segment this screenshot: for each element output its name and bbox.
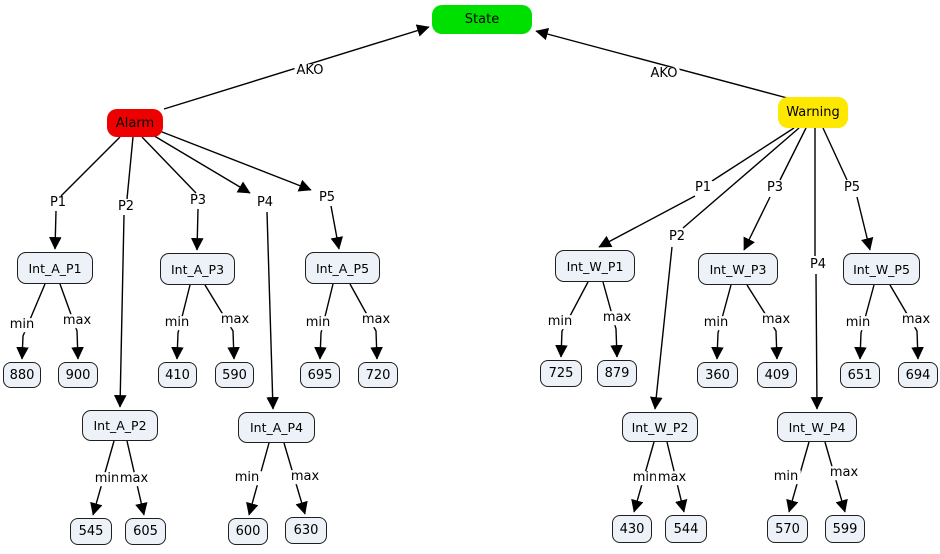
edge-label-int-a-p3-min[interactable]: min [162,315,192,331]
node-v725[interactable]: 725 [540,360,582,387]
edge-label-int-w-p4-min[interactable]: min [771,469,801,485]
edge-label-int-a-p5-min[interactable]: min [303,315,333,331]
node-v600[interactable]: 600 [228,518,268,545]
node-int-w-p3[interactable]: Int_W_P3 [698,253,778,285]
edge-line-int_a_p5-v695 [314,283,334,360]
edge-label-int-w-p2-min[interactable]: min [630,470,660,486]
edge-line-warning-int_w_p4 [810,273,824,410]
node-v630[interactable]: 630 [285,517,327,544]
node-v409[interactable]: 409 [757,362,797,388]
node-v694[interactable]: 694 [898,362,938,388]
node-v720[interactable]: 720 [358,362,398,388]
edge-label-int-w-p5-max[interactable]: max [899,312,933,328]
node-v695[interactable]: 695 [300,362,340,388]
edge-line-int_w_p5-v651 [854,284,875,360]
edge-line-int_a_p3-v590 [204,284,240,360]
node-v590[interactable]: 590 [215,362,254,388]
edge-label-int-a-p5-max[interactable]: max [359,312,393,328]
edge-label-int-w-p1-min[interactable]: min [545,314,575,330]
node-int-w-p1[interactable]: Int_W_P1 [555,250,635,282]
node-v605[interactable]: 605 [125,518,166,545]
edge-line-alarm-int_a_p3 [190,208,204,251]
node-v900[interactable]: 900 [58,362,98,388]
edge-line-warning-int_w_p5 [822,127,848,181]
edge-line-warning-int_w_p1 [711,127,795,182]
edge-line-warning-state [535,27,792,100]
edge-label-int-a-p2-max[interactable]: max [117,471,151,487]
edge-line-int_a_p1-v880 [16,283,46,360]
edge-label-int-a-p1-max[interactable]: max [60,313,94,329]
node-v570[interactable]: 570 [767,515,808,543]
node-int-a-p3[interactable]: Int_A_P3 [160,253,235,285]
edge-line-int_w_p3-v360 [711,284,732,360]
node-v545[interactable]: 545 [70,518,112,545]
edge-label-alarm-p5[interactable]: P5 [316,190,338,206]
edge-label-int-w-p4-max[interactable]: max [827,465,861,481]
edge-line-warning-int_w_p3 [779,127,807,181]
edge-label-alarm-p4[interactable]: P4 [254,195,276,211]
edge-line-alarm-int_a_p5 [156,129,312,192]
edge-line-int_w_p1-v725 [555,281,589,358]
edge-line-int_w_p1-v879 [602,281,623,358]
node-v430[interactable]: 430 [612,515,652,543]
edge-line-warning-int_w_p2 [682,127,800,229]
edge-label-warning-ako[interactable]: AKO [648,66,680,82]
edge-line-warning-int_w_p1 [598,195,696,248]
node-alarm[interactable]: Alarm [107,109,163,137]
node-v360[interactable]: 360 [697,362,738,388]
edge-line-int_a_p5-v720 [349,283,383,360]
edge-line-alarm-int_a_p1 [60,136,121,197]
edge-label-int-a-p4-max[interactable]: max [288,469,322,485]
edge-line-alarm-int_a_p3 [141,136,197,194]
edge-line-alarm-int_a_p4 [266,211,279,410]
edge-line-alarm-int_a_p1 [49,210,62,250]
edge-label-int-w-p3-max[interactable]: max [759,312,793,328]
edge-line-int_a_p3-v410 [171,284,191,360]
node-v599[interactable]: 599 [825,515,865,543]
edge-label-alarm-p3[interactable]: P3 [187,193,209,209]
edge-line-int_a_p1-v900 [59,283,84,360]
node-int-w-p4[interactable]: Int_W_P4 [777,412,857,442]
node-v544[interactable]: 544 [665,515,707,543]
edge-label-int-w-p2-max[interactable]: max [655,470,689,486]
edge-label-int-w-p1-max[interactable]: max [600,310,634,326]
edge-label-int-a-p3-max[interactable]: max [218,312,252,328]
edge-label-alarm-p2[interactable]: P2 [115,199,137,215]
edge-line-alarm-int_a_p2 [113,214,127,408]
node-int-a-p2[interactable]: Int_A_P2 [82,410,158,441]
edge-line-warning-int_w_p5 [856,196,874,251]
node-v880[interactable]: 880 [3,362,41,388]
edge-label-warning-p5[interactable]: P5 [841,180,863,196]
edge-label-int-w-p3-min[interactable]: min [701,315,731,331]
edge-line-alarm-int_a_p2 [126,136,134,200]
edge-line-alarm-int_a_p4 [150,133,251,194]
node-int-a-p1[interactable]: Int_A_P1 [17,252,93,284]
edge-line-alarm-int_a_p5 [330,205,344,250]
edge-label-int-a-p4-min[interactable]: min [232,470,262,486]
edge-label-alarm-p1[interactable]: P1 [47,195,69,211]
node-warning[interactable]: Warning [778,97,848,128]
edge-label-int-a-p1-min[interactable]: min [7,317,37,333]
node-int-a-p4[interactable]: Int_A_P4 [238,412,315,443]
edge-label-int-w-p5-min[interactable]: min [843,315,873,331]
edge-line-int_w_p3-v409 [746,284,783,360]
node-v651[interactable]: 651 [840,362,880,388]
edge-label-warning-p3[interactable]: P3 [764,180,786,196]
node-int-w-p5[interactable]: Int_W_P5 [843,253,920,285]
node-v410[interactable]: 410 [158,362,197,388]
node-v879[interactable]: 879 [597,360,637,387]
node-int-a-p5[interactable]: Int_A_P5 [305,252,380,284]
edge-line-warning-int_w_p3 [743,196,771,251]
edge-label-alarm-ako[interactable]: AKO [294,63,326,79]
edge-label-warning-p1[interactable]: P1 [692,180,714,196]
edge-line-warning-int_w_p2 [649,246,673,410]
node-int-w-p2[interactable]: Int_W_P2 [622,412,698,442]
edge-label-int-a-p2-min[interactable]: min [92,471,122,487]
edge-label-warning-p2[interactable]: P2 [666,229,688,245]
node-state[interactable]: State [432,5,532,34]
edge-label-warning-p4[interactable]: P4 [807,257,829,273]
edge-line-int_w_p5-v694 [889,284,924,360]
